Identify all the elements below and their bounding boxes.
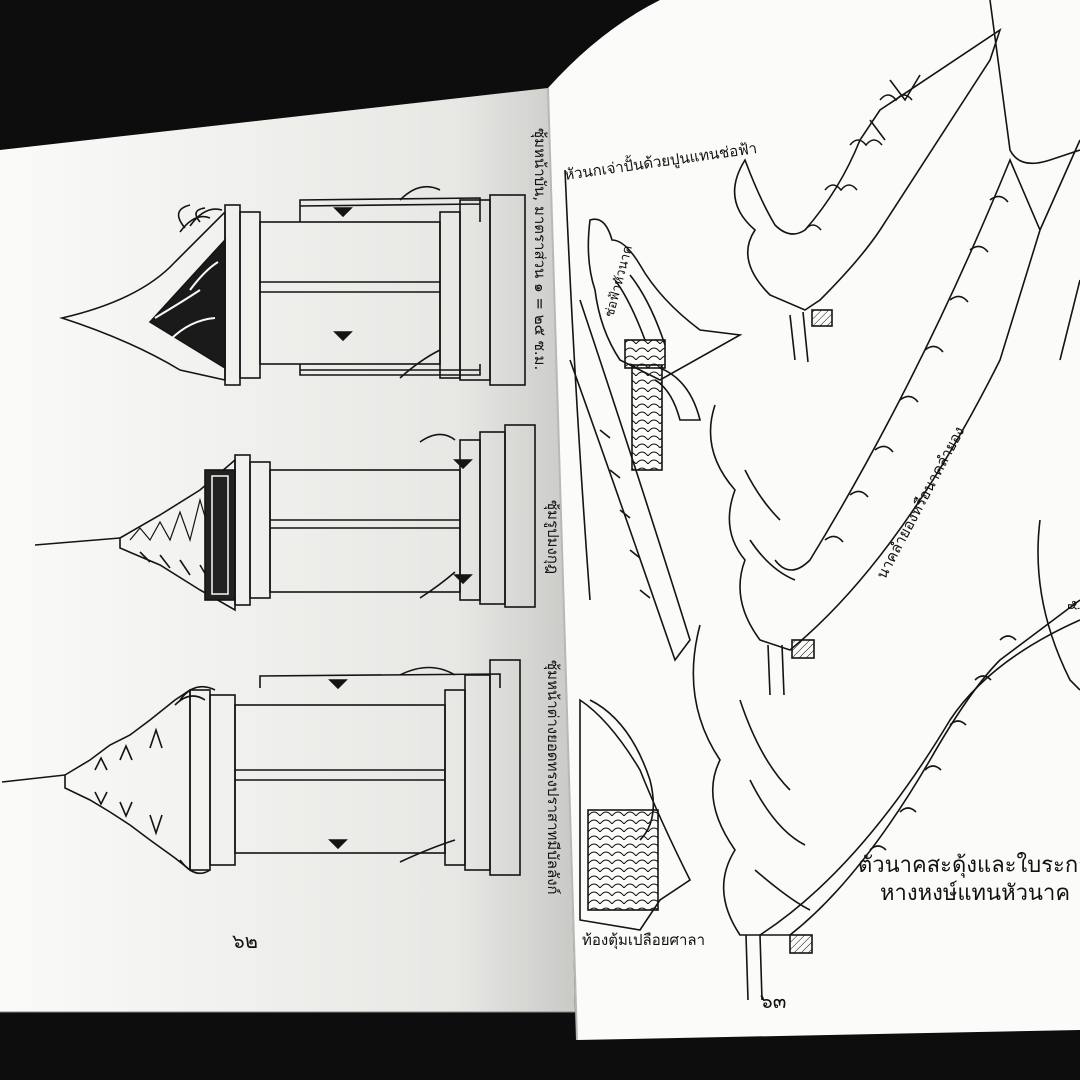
right-page: หัวนกเจ่าปั้นด้วยปูนแทนช่อฟ้า ช่อฟ้าหัวน… (547, 0, 1080, 1041)
crown-window-caption: ซุ้มรูปมงกุฎ (543, 500, 562, 574)
gutter-naga-drawing (579, 698, 692, 931)
edge-fragment-text: ช่ (1064, 600, 1080, 610)
right-page-number: ๖๓ (760, 989, 786, 1013)
big-caption-line2: หางหงษ์แทนหัวนาค (880, 881, 1070, 906)
left-page-number: ๖๒ (232, 929, 258, 953)
spire-window-caption: ซุ้มหน้าต่างยอดทรงปราสาทมีบัลลังก์ (543, 660, 562, 895)
lower-naga-eave-drawing (692, 519, 1080, 1001)
finial-naga-head-drawing (564, 169, 743, 662)
gable-window-drawing (59, 185, 526, 386)
middle-naga-eave-drawing (709, 139, 1080, 696)
gable-window-caption: ซุ้มหน้าบัน, มาตราส่วน ๑ = ๒๕ ซ.ม. (530, 128, 549, 370)
left-page: ซุ้มหน้าบัน, มาตราส่วน ๑ = ๒๕ ซ.ม. ซุ้มร… (0, 88, 575, 1013)
big-caption-line1: ตัวนาคสะดุ้งและใบระกา (858, 852, 1080, 878)
naga-eave-caption: ท้องตุ้มเปลือยศาลา (582, 931, 705, 950)
crown-window-drawing (34, 424, 536, 612)
spire-window-drawing (1, 659, 521, 876)
bird-head-finial-drawing (733, 0, 1080, 363)
